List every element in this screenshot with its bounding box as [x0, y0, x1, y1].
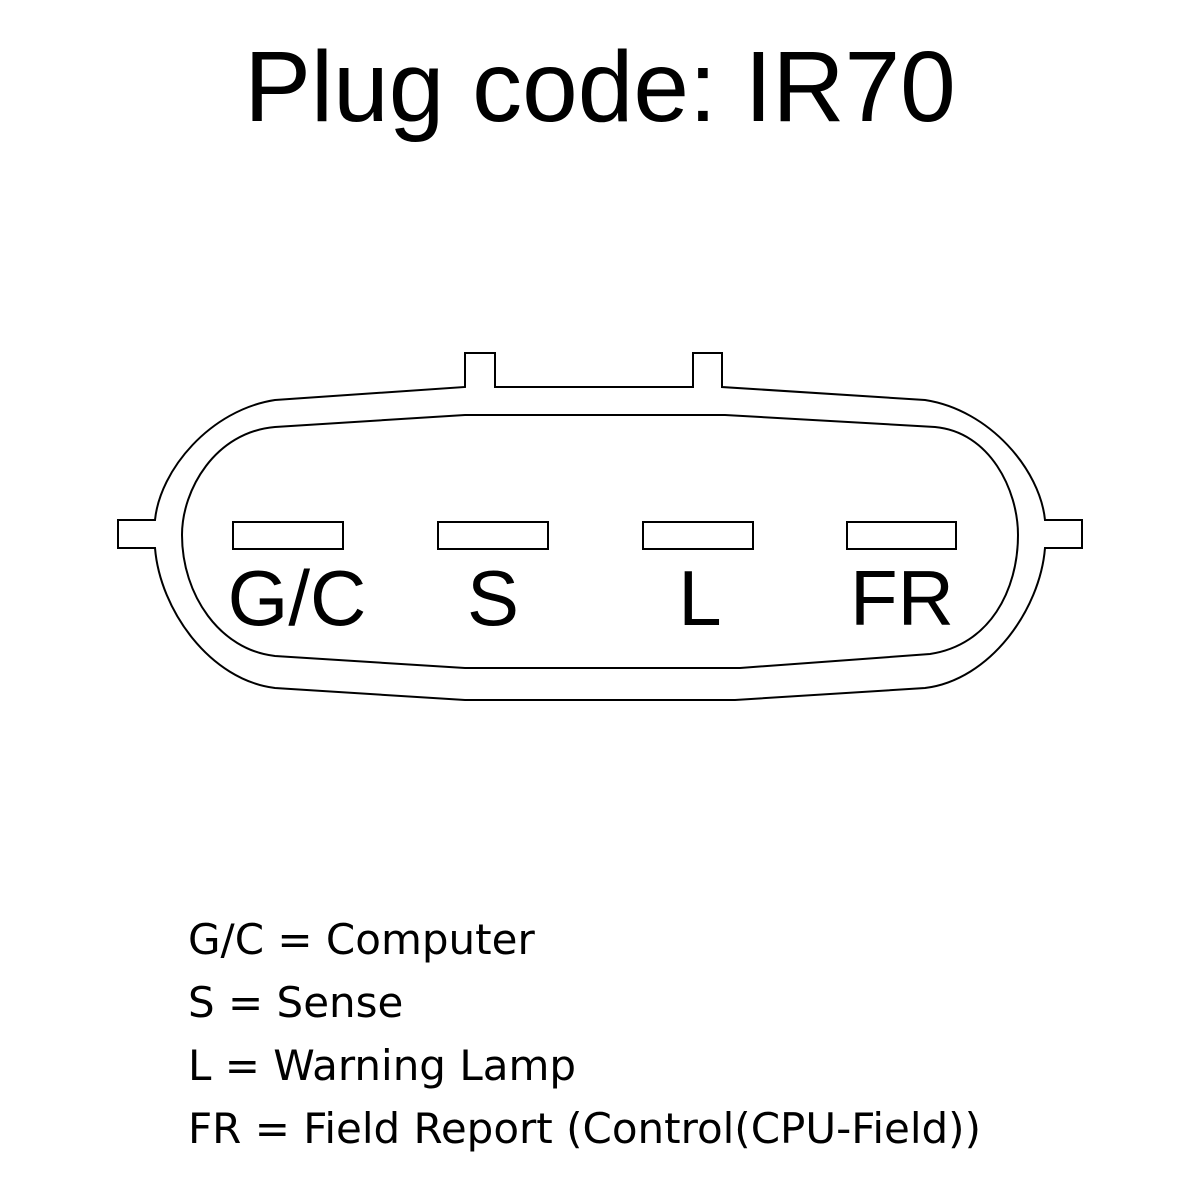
pin-legend: G/C = Computer S = Sense L = Warning Lam… — [188, 908, 981, 1160]
pin-label-l: L — [678, 554, 721, 642]
legend-item: G/C = Computer — [188, 915, 535, 964]
pin-label-gc: G/C — [228, 554, 367, 642]
connector-inner-cavity — [180, 414, 1020, 669]
connector-outer-shell — [117, 352, 1083, 701]
pin-l-terminal — [642, 521, 754, 550]
page-title: Plug code: IR70 — [244, 31, 956, 143]
pin-label-s: S — [467, 554, 519, 642]
legend-item: S = Sense — [188, 978, 404, 1027]
pin-gc-terminal — [232, 521, 344, 550]
legend-item: L = Warning Lamp — [188, 1041, 577, 1090]
legend-item: FR = Field Report (Control(CPU-Field)) — [188, 1104, 981, 1153]
pin-fr-terminal — [846, 521, 957, 550]
pin-label-fr: FR — [850, 554, 954, 642]
pin-s-terminal — [437, 521, 549, 550]
